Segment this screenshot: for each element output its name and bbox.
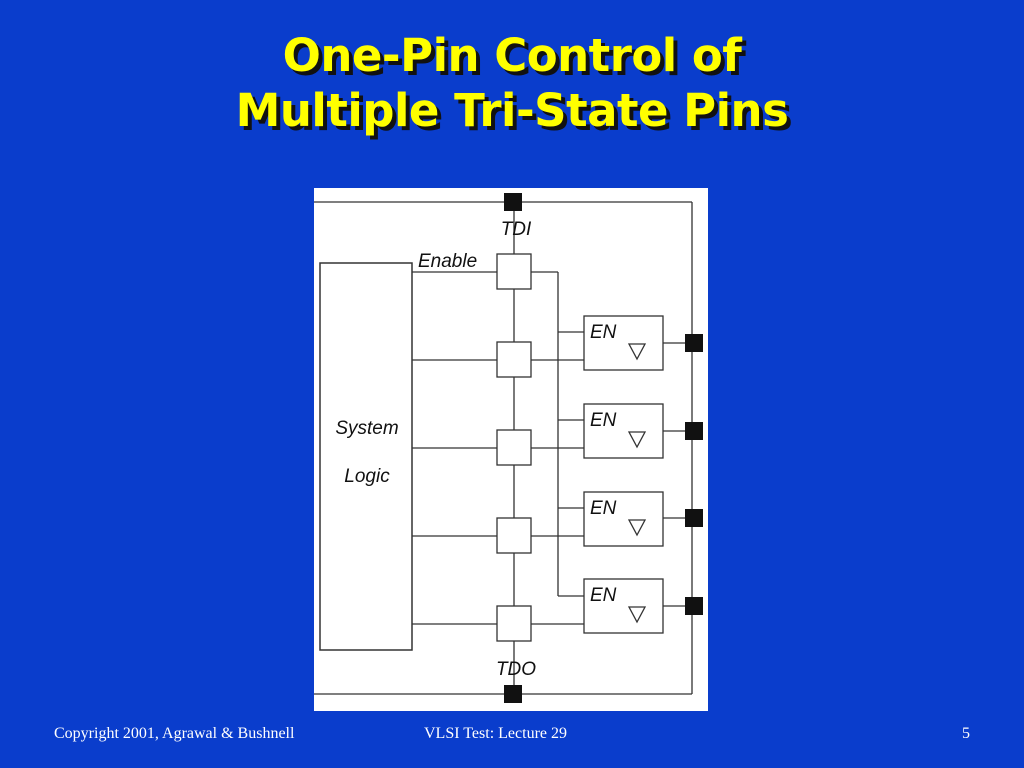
boundary-cell-3: [496, 517, 532, 554]
footer-copyright: Copyright 2001, Agrawal & Bushnell: [54, 725, 295, 742]
buffer-en-label: EN: [590, 410, 617, 431]
boundary-cell-2: [496, 429, 532, 466]
tdi-pin: [504, 193, 522, 211]
tri-state-buffer-2: EN: [583, 403, 664, 459]
diagram-svg: System Logic TDI TDO Enable EN: [314, 193, 703, 703]
tdo-pin: [504, 685, 522, 703]
system-label: System: [335, 418, 398, 439]
title-line-2: Multiple Tri-State Pins: [235, 84, 789, 137]
slide-title: One-Pin Control of Multiple Tri-State Pi…: [0, 28, 1024, 138]
tri-state-diagram: System Logic TDI TDO Enable EN: [314, 188, 708, 711]
output-pin-3: [685, 509, 703, 527]
buffer-triangle-icon: [627, 606, 647, 624]
buffer-triangle-icon: [627, 519, 647, 537]
logic-label: Logic: [344, 466, 390, 487]
output-pin-4: [685, 597, 703, 615]
buffer-triangle-icon: [627, 431, 647, 449]
output-pin-1: [685, 334, 703, 352]
boundary-cell-1: [496, 341, 532, 378]
title-line-1: One-Pin Control of: [282, 29, 742, 82]
output-pin-2: [685, 422, 703, 440]
tdi-label: TDI: [501, 219, 532, 240]
tri-state-buffer-4: EN: [583, 578, 664, 634]
footer-page-number: 5: [962, 725, 970, 742]
buffer-en-label: EN: [590, 322, 617, 343]
buffer-en-label: EN: [590, 498, 617, 519]
tri-state-buffer-1: EN: [583, 315, 664, 371]
boundary-cell-4: [496, 605, 532, 642]
buffer-en-label: EN: [590, 585, 617, 606]
enable-label: Enable: [418, 251, 477, 272]
boundary-cell-enable: [496, 253, 532, 290]
tri-state-buffer-3: EN: [583, 491, 664, 547]
footer-course: VLSI Test: Lecture 29: [424, 725, 567, 742]
buffer-triangle-icon: [627, 343, 647, 361]
system-logic-block: [319, 262, 413, 651]
tdo-label: TDO: [496, 659, 536, 680]
